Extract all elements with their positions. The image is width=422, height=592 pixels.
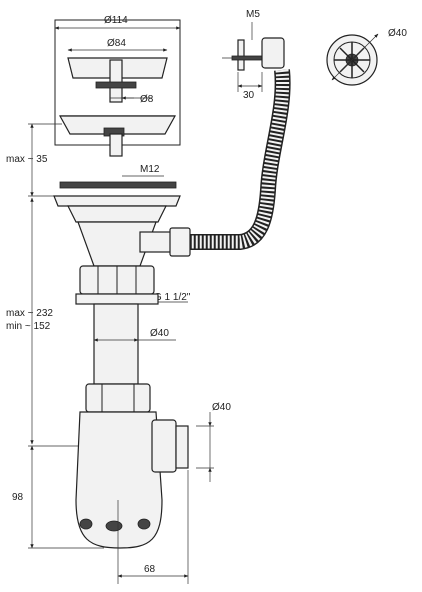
label-d40-mid: Ø40 [150, 328, 169, 339]
trap-nut [85, 383, 151, 413]
strainer-stem [109, 59, 123, 103]
overflow-body [261, 37, 285, 69]
label-min152: min ~ 152 [6, 321, 51, 332]
label-m5: M5 [246, 9, 260, 20]
flex-hose [190, 69, 291, 250]
left-dimensions: max ~ 35 max ~ 232 min ~ 152 98 [6, 123, 104, 549]
label-w68: 68 [144, 564, 156, 575]
label-max232: max ~ 232 [6, 308, 53, 319]
strainer-nut [95, 81, 137, 89]
sink-drain: M12 G 1 1/2" Ø40 [53, 164, 231, 549]
trap-outlet [151, 419, 177, 473]
label-d40-trap: Ø40 [212, 402, 231, 413]
strainer-flange [58, 115, 177, 135]
label-g112: G 1 1/2" [154, 292, 191, 303]
sink-plate [59, 181, 177, 189]
label-d8: Ø8 [140, 94, 154, 105]
label-d114: Ø114 [104, 15, 128, 26]
label-d40-top: Ø40 [388, 28, 407, 39]
hose-connector [139, 231, 173, 253]
bottle-trap [75, 411, 163, 549]
label-w30: 30 [243, 90, 255, 101]
overflow-drawing: M5 30 [222, 9, 285, 101]
drain-flange [53, 195, 181, 207]
bottom-dimension: 68 [117, 470, 189, 584]
label-d84: Ø84 [107, 38, 126, 49]
label-h98: 98 [12, 492, 24, 503]
label-max35: max ~ 35 [6, 154, 48, 165]
overflow-plate [237, 39, 245, 71]
strainer-drawing: Ø114 Ø84 Ø8 [54, 15, 181, 157]
vertical-pipe [93, 303, 139, 385]
label-m12: M12 [140, 164, 160, 175]
overflow-grate-drawing: Ø40 [326, 28, 407, 86]
